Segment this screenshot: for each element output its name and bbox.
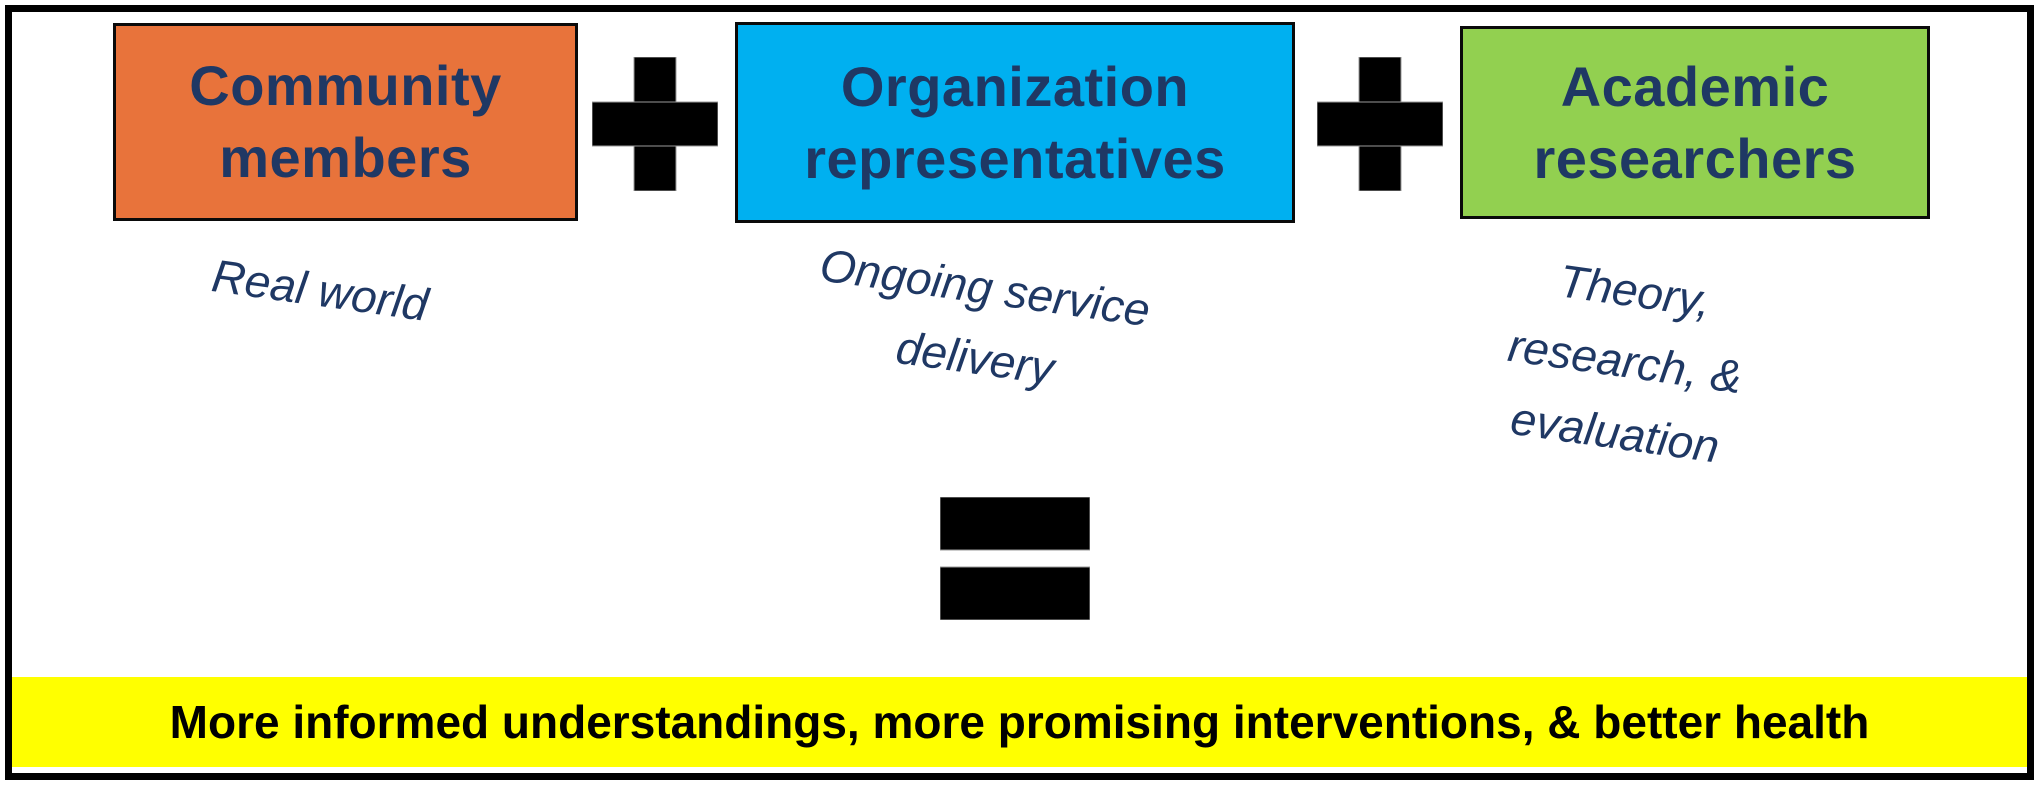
community-members-box: Community members [113,23,578,221]
academic-researchers-box: Academic researchers [1460,26,1930,219]
community-members-label: Community members [189,54,502,189]
outer-border [5,5,2034,780]
result-banner-text: More informed understandings, more promi… [169,696,1870,748]
plus-icon [592,57,718,191]
plus-icon [1317,57,1443,191]
organization-representatives-box: Organization representatives [735,22,1295,223]
result-banner: More informed understandings, more promi… [12,677,2027,767]
equals-icon [940,497,1090,620]
academic-caption: Theory, research, & evaluation [1505,254,1746,473]
organization-representatives-label: Organization representatives [804,54,1226,190]
academic-researchers-label: Academic researchers [1533,54,1857,190]
